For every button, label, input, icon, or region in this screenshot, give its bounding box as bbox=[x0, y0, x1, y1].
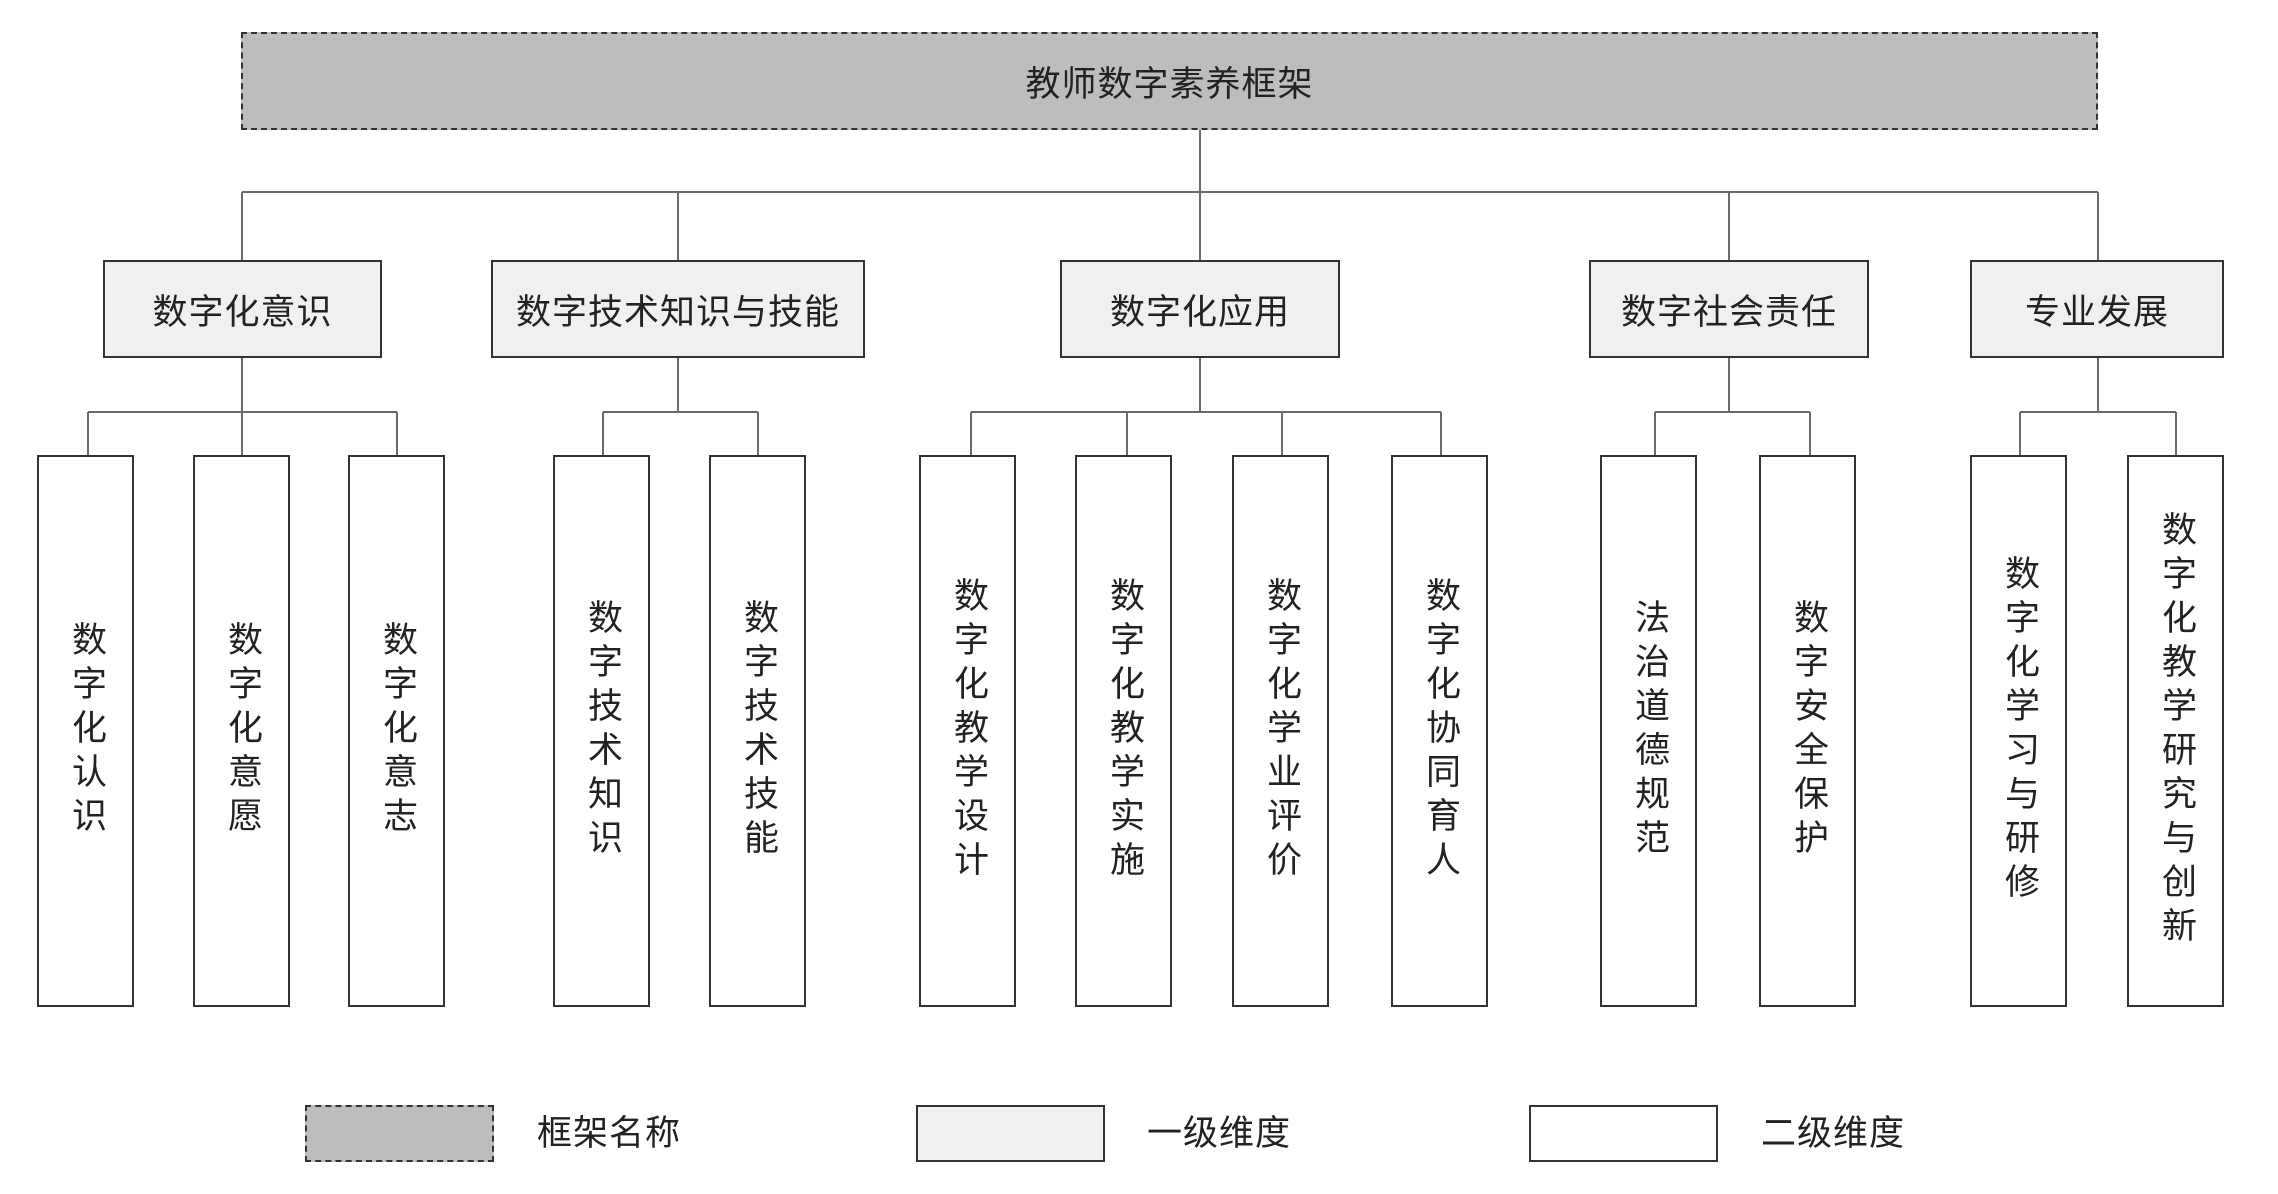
level2-label: 法治道德规范 bbox=[1629, 599, 1669, 863]
framework-title: 教师数字素养框架 bbox=[1025, 64, 1314, 105]
legend-label-framework: 框架名称 bbox=[537, 1114, 682, 1154]
level1-label: 数字化意识 bbox=[152, 292, 333, 333]
level2-label: 数字化教学实施 bbox=[1104, 577, 1144, 885]
level1-label: 数字社会责任 bbox=[1620, 292, 1837, 333]
legend-swatch-level2 bbox=[1529, 1105, 1718, 1162]
level1-label: 数字技术知识与技能 bbox=[515, 292, 840, 333]
level2-label: 数字化协同育人 bbox=[1420, 577, 1460, 885]
level1-label: 专业发展 bbox=[2024, 292, 2169, 333]
level2-box: 法治道德规范 bbox=[1600, 455, 1697, 1007]
level2-box: 数字化教学设计 bbox=[919, 455, 1016, 1007]
level2-box: 数字化意愿 bbox=[193, 455, 290, 1007]
level2-label: 数字技术知识 bbox=[582, 599, 622, 863]
level2-box: 数字化协同育人 bbox=[1391, 455, 1488, 1007]
level2-label: 数字化学习与研修 bbox=[1999, 555, 2039, 907]
level2-label: 数字化认识 bbox=[66, 621, 106, 841]
legend-swatch-framework bbox=[305, 1105, 494, 1162]
legend-swatch-level1 bbox=[916, 1105, 1105, 1162]
level2-label: 数字化教学设计 bbox=[948, 577, 988, 885]
level2-label: 数字化教学研究与创新 bbox=[2156, 511, 2196, 951]
level1-digital-application: 数字化应用 bbox=[1060, 260, 1340, 358]
level2-label: 数字技术技能 bbox=[738, 599, 778, 863]
level2-label: 数字安全保护 bbox=[1788, 599, 1828, 863]
level2-box: 数字化意志 bbox=[348, 455, 445, 1007]
legend-label-level1: 一级维度 bbox=[1147, 1114, 1292, 1154]
level1-digital-social-responsibility: 数字社会责任 bbox=[1589, 260, 1869, 358]
level2-box: 数字化学业评价 bbox=[1232, 455, 1329, 1007]
level1-professional-development: 专业发展 bbox=[1970, 260, 2224, 358]
level2-box: 数字技术技能 bbox=[709, 455, 806, 1007]
level1-digital-awareness: 数字化意识 bbox=[103, 260, 382, 358]
level1-label: 数字化应用 bbox=[1109, 292, 1290, 333]
level2-box: 数字技术知识 bbox=[553, 455, 650, 1007]
level2-box: 数字化教学实施 bbox=[1075, 455, 1172, 1007]
level2-box: 数字化教学研究与创新 bbox=[2127, 455, 2224, 1007]
level1-digital-tech-knowledge-skills: 数字技术知识与技能 bbox=[491, 260, 865, 358]
level2-box: 数字化认识 bbox=[37, 455, 134, 1007]
level2-label: 数字化意愿 bbox=[222, 621, 262, 841]
level2-box: 数字化学习与研修 bbox=[1970, 455, 2067, 1007]
level2-box: 数字安全保护 bbox=[1759, 455, 1856, 1007]
framework-root-box: 教师数字素养框架 bbox=[241, 32, 2098, 130]
level2-label: 数字化学业评价 bbox=[1261, 577, 1301, 885]
level2-label: 数字化意志 bbox=[377, 621, 417, 841]
legend-label-level2: 二级维度 bbox=[1761, 1114, 1906, 1154]
